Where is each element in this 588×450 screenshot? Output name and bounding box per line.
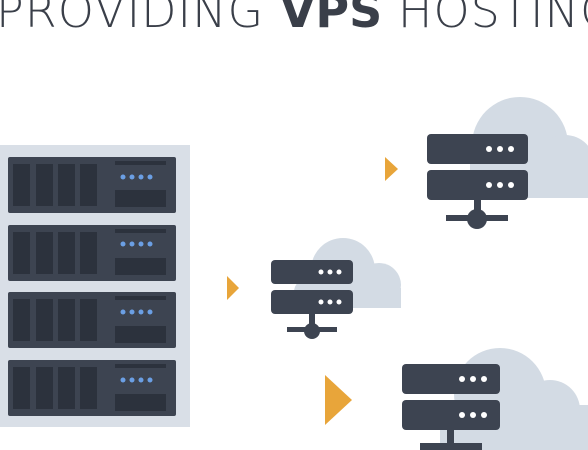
rack-unit xyxy=(8,225,176,281)
cloud-server-icon xyxy=(427,97,588,229)
rack-unit xyxy=(8,360,176,416)
arrow-right-icon xyxy=(227,276,239,300)
arrow-right-icon xyxy=(385,157,398,181)
page-title: PROVIDING VPS HOSTING xyxy=(0,0,588,38)
cloud-icon xyxy=(440,348,588,450)
server-rack-icon xyxy=(0,145,190,427)
arrow-right-icon xyxy=(325,375,352,425)
rack-unit xyxy=(8,157,176,213)
rack-unit xyxy=(8,292,176,348)
cloud-server-icon xyxy=(402,348,588,450)
title-suffix: HOSTING xyxy=(397,0,588,38)
cloud-server-icon xyxy=(271,238,401,339)
title-emphasis: VPS xyxy=(279,0,383,38)
title-prefix: PROVIDING xyxy=(0,0,280,38)
